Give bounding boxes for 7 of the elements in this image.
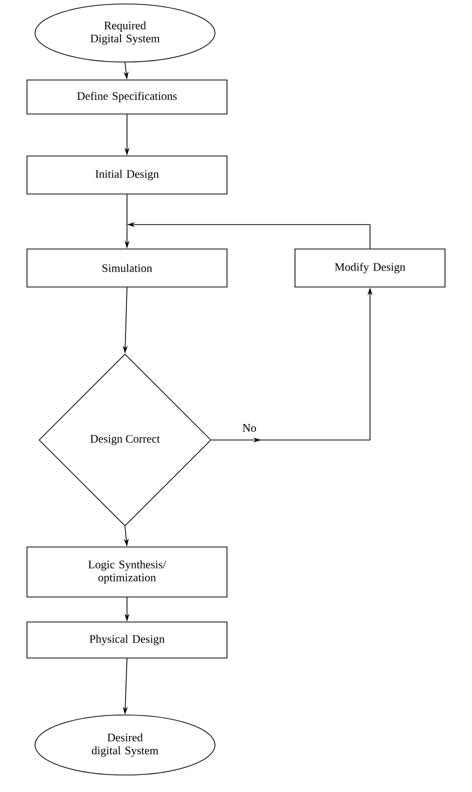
process-box: Initial Design <box>26 156 228 194</box>
process-box: Simulation <box>26 248 228 288</box>
process-box: Physical Design <box>26 622 228 658</box>
edge-label: No <box>241 423 258 433</box>
process-box: Define Specifications <box>26 80 228 114</box>
process-box: Modify Design <box>294 248 446 288</box>
process-box: Logic Synthesis/ optimization <box>26 546 228 598</box>
